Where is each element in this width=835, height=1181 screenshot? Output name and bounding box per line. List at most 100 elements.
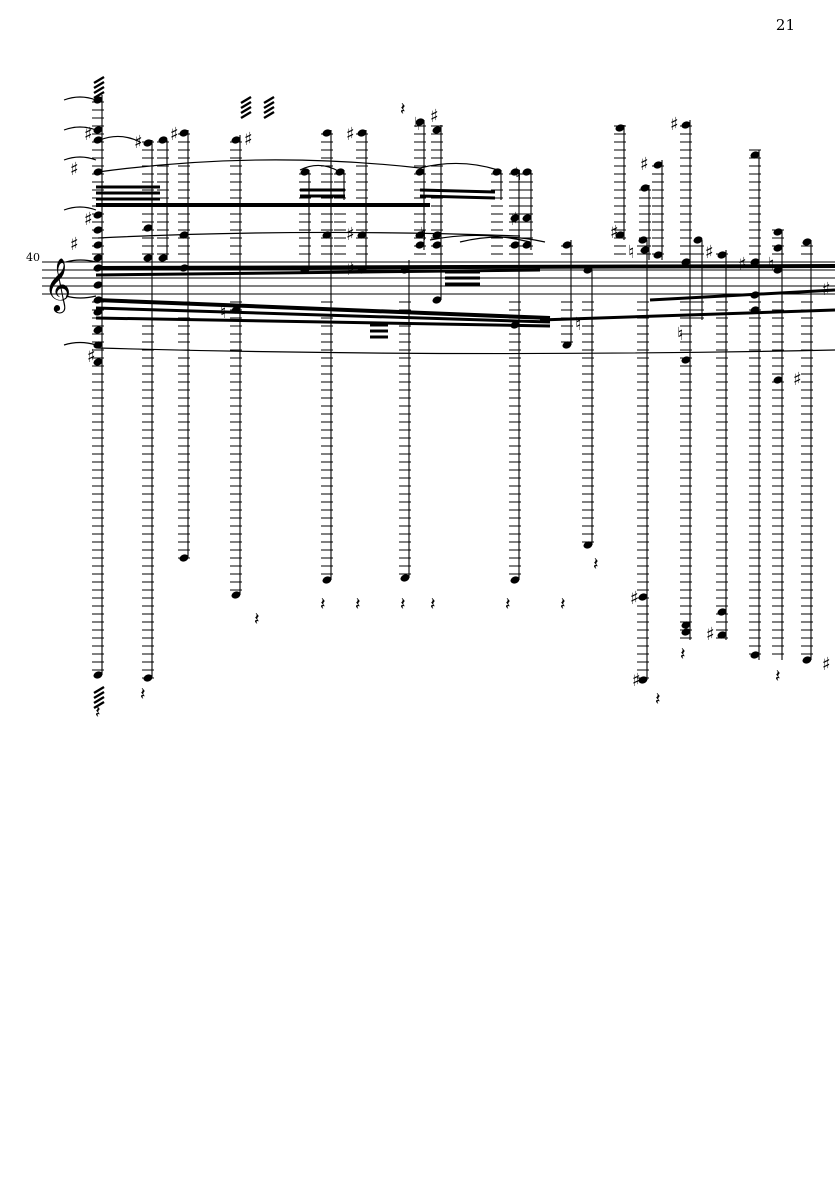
notehead (179, 554, 189, 562)
notehead (653, 161, 663, 169)
notehead (522, 214, 532, 222)
tremolo-stroke (240, 95, 252, 105)
notehead (773, 266, 783, 274)
notehead (415, 168, 425, 176)
sharp-icon: ♯ (632, 670, 641, 691)
notehead (802, 238, 812, 246)
tremolo-stroke (263, 100, 275, 110)
notehead (432, 241, 442, 249)
sharp-icon: ♯ (346, 124, 355, 145)
quarter-rest-icon: 𝄽 (680, 644, 686, 665)
natural-icon: ♮ (628, 242, 634, 263)
notehead (357, 129, 367, 137)
sharp-icon: ♯ (430, 106, 439, 127)
quarter-rest-icon: 𝄽 (775, 666, 781, 687)
notehead (640, 184, 650, 192)
tremolo-stroke (93, 90, 105, 100)
notehead (615, 231, 625, 239)
notehead (681, 258, 691, 266)
natural-icon: ♮ (575, 314, 581, 335)
tremolo-stroke (93, 75, 105, 85)
sharp-icon: ♯ (738, 254, 747, 275)
note-stems (93, 75, 812, 710)
notehead (693, 236, 703, 244)
tremolo-stroke (93, 85, 105, 95)
sharp-icon: ♯ (630, 588, 639, 609)
sharp-icon: ♯ (640, 154, 649, 175)
tremolo-stroke (263, 110, 275, 120)
natural-icon: ♮ (420, 224, 426, 245)
quarter-rest-icon: 𝄽 (593, 554, 599, 575)
notehead (415, 231, 425, 239)
notehead (522, 168, 532, 176)
notehead (717, 608, 727, 616)
sharp-icon: ♯ (346, 259, 355, 280)
notehead (179, 231, 189, 239)
notehead (415, 118, 425, 126)
notehead (93, 341, 103, 349)
notehead (143, 674, 153, 682)
notehead (231, 136, 241, 144)
quarter-rest-icon: 𝄽 (400, 594, 406, 615)
notehead (510, 321, 520, 329)
notehead (93, 264, 103, 272)
sharp-icon: ♯ (706, 624, 715, 645)
notehead (300, 266, 310, 274)
tremolo-stroke (93, 700, 105, 710)
notehead (773, 376, 783, 384)
notehead (179, 129, 189, 137)
notehead (415, 241, 425, 249)
notehead (357, 266, 367, 274)
notehead (93, 126, 103, 134)
measure-number: 40 (26, 251, 40, 264)
quarter-rest-icon: 𝄽 (95, 702, 101, 723)
notehead (93, 136, 103, 144)
notehead (640, 246, 650, 254)
notehead (562, 241, 572, 249)
notehead (93, 326, 103, 334)
notehead (773, 244, 783, 252)
notehead (562, 341, 572, 349)
notehead (750, 291, 760, 299)
tremolo-stroke (93, 690, 105, 700)
notehead (322, 576, 332, 584)
sharp-icon: ♯ (87, 346, 96, 367)
notehead (717, 631, 727, 639)
beams (95, 185, 835, 339)
notehead (93, 254, 103, 262)
tremolo-stroke (240, 110, 252, 120)
natural-icon: ♮ (414, 114, 420, 135)
notehead (432, 231, 442, 239)
notehead (143, 254, 153, 262)
sharp-icon: ♯ (510, 209, 519, 230)
sharp-icon: ♯ (70, 159, 79, 180)
notehead (681, 121, 691, 129)
notehead (400, 266, 410, 274)
quarter-rest-icon: 𝄽 (355, 594, 361, 615)
sharp-icon: ♯ (70, 234, 79, 255)
notehead (510, 241, 520, 249)
sharp-icon: ♯ (134, 132, 143, 153)
notehead (400, 574, 410, 582)
sharp-icon: ♯ (610, 222, 619, 243)
notehead (322, 129, 332, 137)
notehead (231, 306, 241, 314)
notehead (179, 264, 189, 272)
natural-icon: ♮ (220, 302, 226, 323)
notehead (653, 251, 663, 259)
notehead (773, 228, 783, 236)
notehead (93, 168, 103, 176)
notehead (681, 356, 691, 364)
notehead (93, 671, 103, 679)
tremolo-stroke (93, 695, 105, 705)
notehead (750, 651, 760, 659)
sharp-icon: ♯ (170, 124, 179, 145)
notehead (492, 168, 502, 176)
quarter-rest-icon: 𝄽 (320, 594, 326, 615)
notehead (322, 231, 332, 239)
staff (42, 261, 835, 295)
natural-icon: ♮ (677, 324, 683, 345)
sharp-icon: ♯ (84, 209, 93, 230)
accidentals: ♯♯♯♯♯♯♯♯♯♯♮♮♯♯♮♯♮♯♯♯♯♯♯♯♮♯♮♮♮♯♯♯ (70, 106, 831, 691)
